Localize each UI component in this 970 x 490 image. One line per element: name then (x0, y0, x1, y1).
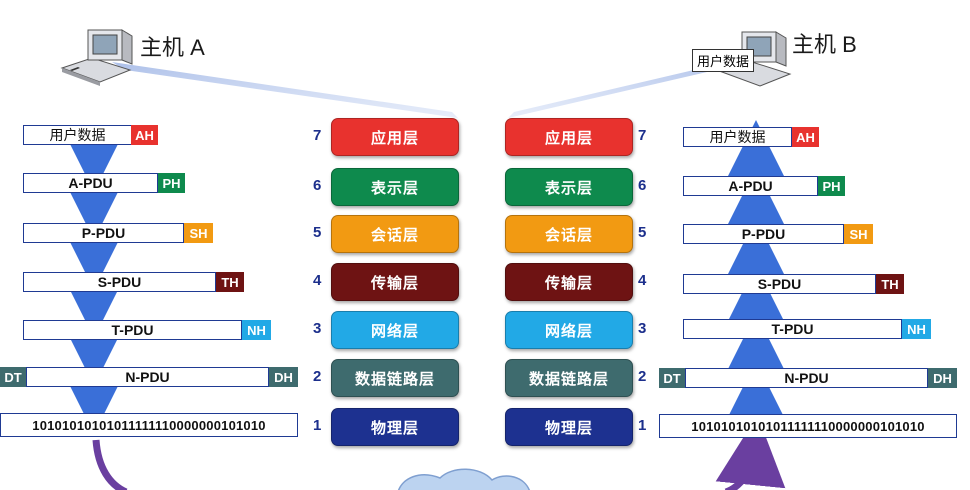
layer-number-left: 4 (313, 272, 322, 289)
left-user-data: 用户数据 (23, 125, 132, 145)
right-s-pdu: S-PDU (683, 274, 876, 294)
layer-box-left: 物理层 (331, 408, 459, 446)
left-t-pdu: T-PDU (23, 320, 242, 340)
left-sh-header: SH (184, 223, 213, 243)
right-t-pdu: T-PDU (683, 319, 902, 339)
left-ah-header: AH (131, 125, 158, 145)
layer-box-left: 网络层 (331, 311, 459, 349)
layer-number-right: 2 (638, 368, 647, 385)
layer-number-right: 5 (638, 224, 647, 241)
network-cloud-icon (398, 468, 530, 490)
layer-number-right: 4 (638, 272, 647, 289)
layer-box-right: 会话层 (505, 215, 633, 253)
left-ph-header: PH (158, 173, 185, 193)
layer-number-left: 5 (313, 224, 322, 241)
host-a-label: 主机 A (140, 35, 205, 60)
layer-number-left: 6 (313, 177, 322, 194)
layer-box-right: 数据链路层 (505, 359, 633, 397)
layer-box-right: 网络层 (505, 311, 633, 349)
layer-box-left: 会话层 (331, 215, 459, 253)
layer-number-left: 2 (313, 368, 322, 385)
layer-number-left: 3 (313, 320, 322, 337)
right-sh-header: SH (844, 224, 873, 244)
layer-box-right: 表示层 (505, 168, 633, 206)
host-b-beam (508, 58, 745, 118)
left-nh-header: NH (242, 320, 271, 340)
left-th-header: TH (216, 272, 244, 292)
left-transmission-curve (92, 439, 128, 490)
layer-box-left: 表示层 (331, 168, 459, 206)
left-s-pdu: S-PDU (23, 272, 216, 292)
right-nh-header: NH (902, 319, 931, 339)
left-n-pdu: N-PDU (26, 367, 269, 387)
host-b-label: 主机 B (792, 32, 857, 57)
right-bitstream: 10101010101011111110000000101010 (659, 414, 957, 438)
right-dh-header: DH (928, 368, 957, 388)
left-a-pdu: A-PDU (23, 173, 158, 193)
layer-number-right: 3 (638, 320, 647, 337)
host-b-data-label: 用户数据 (692, 49, 755, 72)
right-user-data: 用户数据 (683, 127, 792, 147)
right-transmission-curve (715, 415, 786, 490)
layer-box-right: 物理层 (505, 408, 633, 446)
layer-box-right: 应用层 (505, 118, 633, 156)
computer-a-icon (60, 29, 133, 86)
right-n-pdu: N-PDU (685, 368, 928, 388)
right-ah-header: AH (792, 127, 819, 147)
layer-number-left: 1 (313, 417, 322, 434)
layer-number-right: 1 (638, 417, 647, 434)
layer-box-right: 传输层 (505, 263, 633, 301)
layer-box-left: 传输层 (331, 263, 459, 301)
layer-box-left: 应用层 (331, 118, 459, 156)
layer-number-left: 7 (313, 127, 322, 144)
right-ph-header: PH (818, 176, 845, 196)
left-dt-trailer: DT (0, 367, 26, 387)
layer-number-right: 7 (638, 127, 647, 144)
left-dh-header: DH (269, 367, 298, 387)
left-p-pdu: P-PDU (23, 223, 184, 243)
left-bitstream: 10101010101011111110000000101010 (0, 413, 298, 437)
layer-number-right: 6 (638, 177, 647, 194)
host-a-beam (112, 62, 458, 118)
right-p-pdu: P-PDU (683, 224, 844, 244)
right-th-header: TH (876, 274, 904, 294)
right-dt-trailer: DT (659, 368, 685, 388)
layer-box-left: 数据链路层 (331, 359, 459, 397)
right-a-pdu: A-PDU (683, 176, 818, 196)
